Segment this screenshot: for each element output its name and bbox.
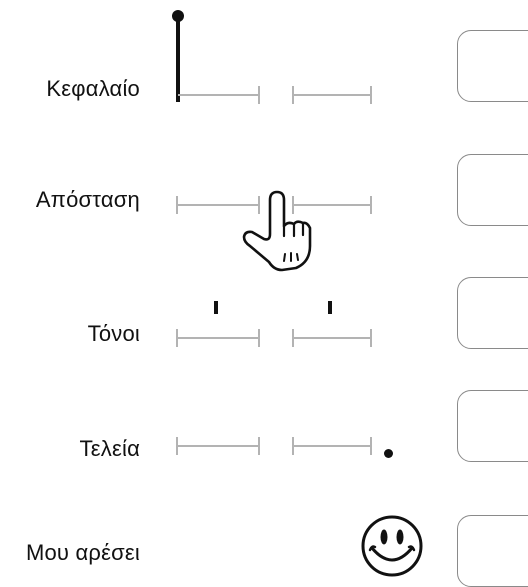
word-slot-line (292, 204, 372, 206)
row-label-like: Μου αρέσει (25, 540, 140, 565)
answer-box-like[interactable] (457, 515, 528, 587)
word-slot-tick (370, 329, 372, 347)
capital-marker-bar (176, 16, 180, 102)
answer-box-period[interactable] (457, 390, 528, 462)
row-label-accents: Τόνοι (87, 321, 140, 346)
word-slot-line (176, 445, 260, 447)
period-dot (384, 449, 393, 458)
smiley-face-icon[interactable] (360, 514, 424, 578)
word-slot-tick (258, 86, 260, 104)
word-slot-tick (258, 437, 260, 455)
accent-mark (214, 301, 218, 314)
accent-mark (328, 301, 332, 314)
row-label-period: Τελεία (79, 436, 140, 461)
word-slot-line (176, 337, 260, 339)
word-slot-tick (258, 196, 260, 214)
row-label-capital: Κεφαλαίο (46, 76, 140, 101)
word-slot-tick (258, 329, 260, 347)
answer-box-accents[interactable] (457, 277, 528, 349)
word-slot-line (292, 94, 372, 96)
word-slot-line (292, 445, 372, 447)
word-slot-tick (370, 196, 372, 214)
word-slot-line (178, 94, 260, 96)
word-slot-line (292, 337, 372, 339)
answer-box-spacing[interactable] (457, 154, 528, 226)
word-slot-tick (370, 86, 372, 104)
hand-pointer-icon[interactable] (236, 188, 316, 274)
answer-box-capital[interactable] (457, 30, 528, 102)
word-slot-tick (370, 437, 372, 455)
word-slot-line (176, 204, 260, 206)
row-label-spacing: Απόσταση (35, 187, 140, 212)
